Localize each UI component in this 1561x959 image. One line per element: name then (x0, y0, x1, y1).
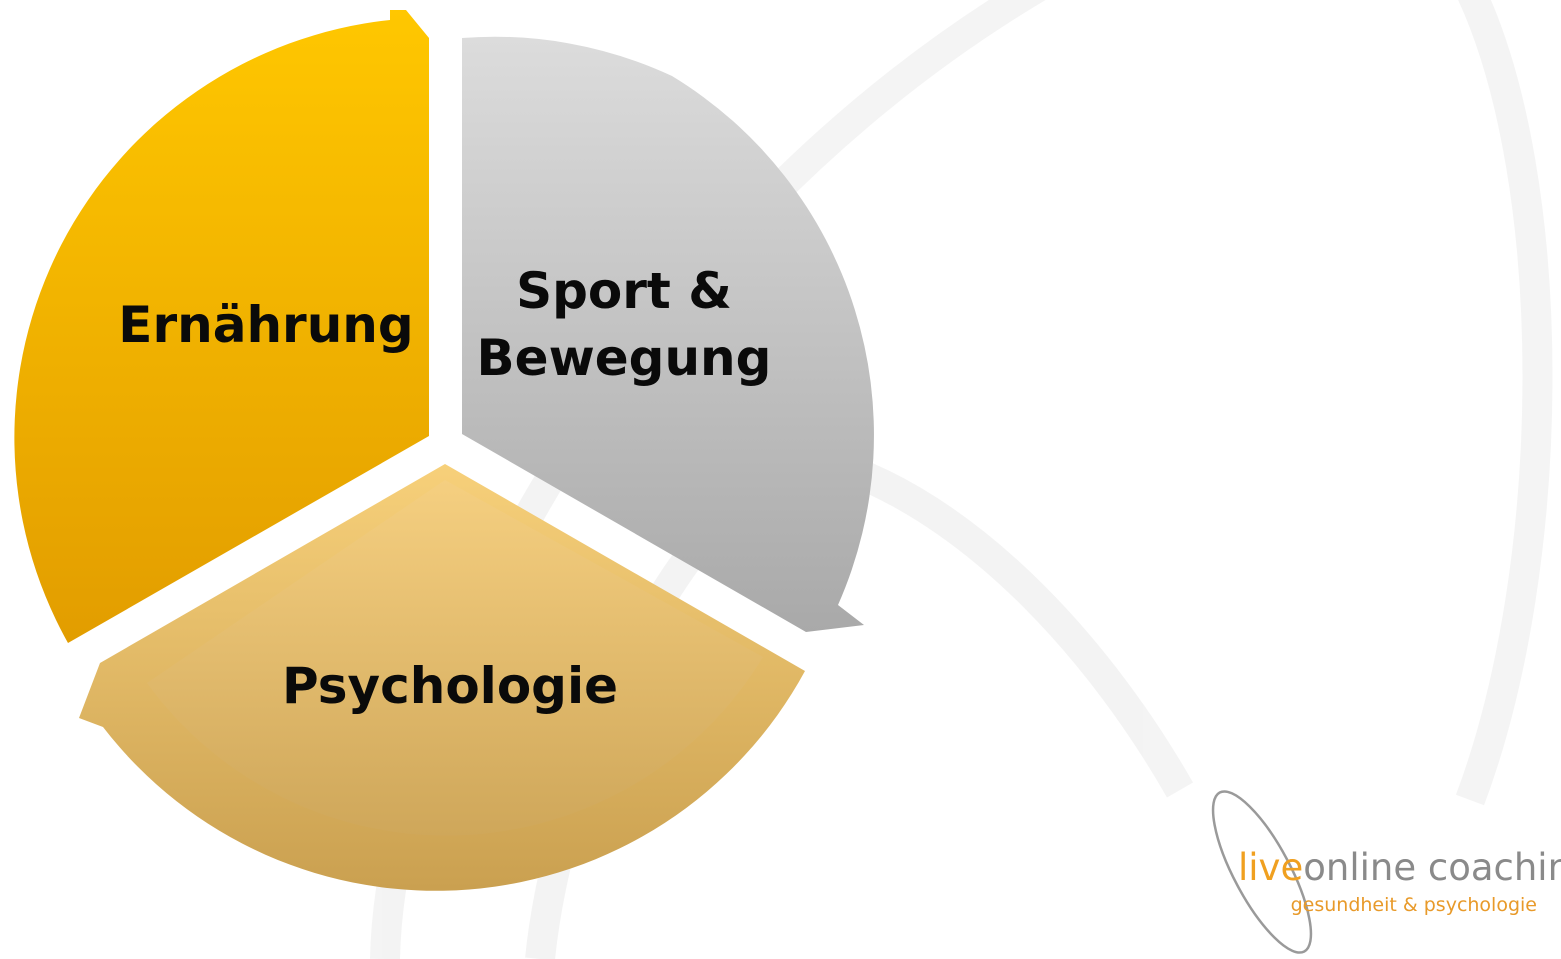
logo-wordmark-live: live (1238, 846, 1303, 889)
segment-psychologie-inner-band (147, 480, 763, 836)
segment-label-ernaehrung: Ernährung (118, 296, 413, 354)
label-sport-line-1: Sport & (516, 262, 732, 320)
segment-ernaehrung (14, 10, 430, 643)
label-ernaehrung-line-1: Ernährung (118, 296, 413, 354)
logo-tagline: gesundheit & psychologie (1291, 894, 1537, 916)
logo-orbit-icon (1211, 790, 1313, 954)
label-psychologie-line-1: Psychologie (282, 657, 618, 715)
segment-sport-bewegung (462, 36, 874, 633)
segment-label-sport-bewegung: Sport & Bewegung (477, 262, 772, 387)
segment-label-psychologie: Psychologie (282, 657, 618, 715)
label-sport-line-2: Bewegung (477, 329, 772, 387)
